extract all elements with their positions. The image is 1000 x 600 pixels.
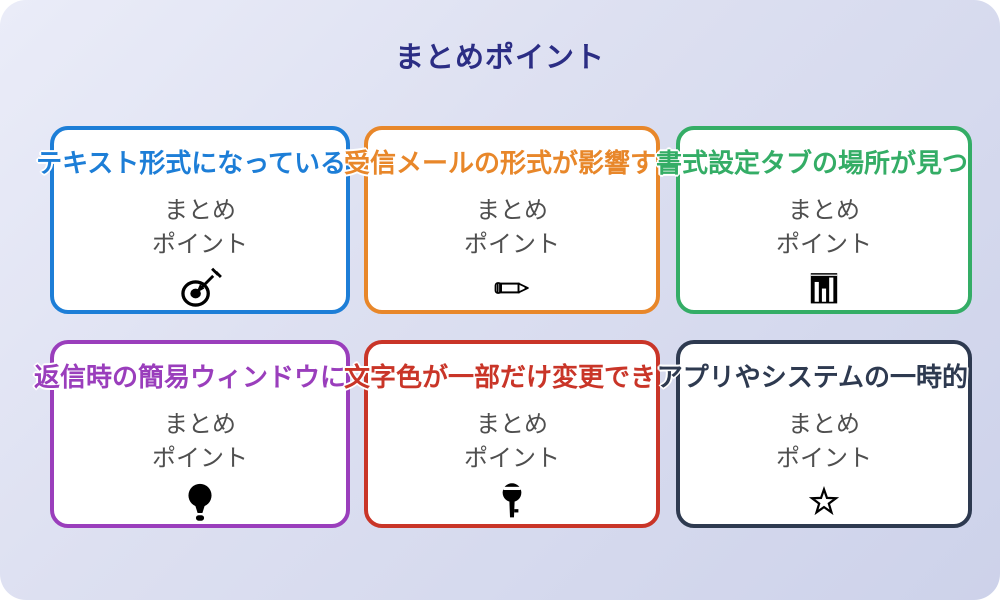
bar-chart-icon <box>802 266 846 310</box>
dart-target-icon <box>178 266 222 310</box>
summary-line-1: まとめ <box>164 197 236 224</box>
card-summary-label: まとめ ポイント <box>776 194 872 262</box>
summary-line-2: ポイント <box>464 445 560 472</box>
card-title: 受信メールの形式が影響す <box>343 148 657 178</box>
card-app-system-temporary[interactable]: アプリやシステムの一時的 まとめ ポイント <box>657 340 972 528</box>
card-title: 書式設定タブの場所が見つ <box>655 148 969 178</box>
card-summary-label: まとめ ポイント <box>152 194 248 262</box>
summary-line-2: ポイント <box>464 231 560 258</box>
lightbulb-icon <box>178 480 222 524</box>
card-title: 文字色が一部だけ変更でき <box>343 362 657 392</box>
summary-line-1: まとめ <box>476 411 548 438</box>
card-title: 返信時の簡易ウィンドウに <box>33 362 347 392</box>
card-title: アプリやシステムの一時的 <box>656 362 969 392</box>
card-summary-label: まとめ ポイント <box>464 194 560 262</box>
card-title: テキスト形式になっている <box>36 148 347 178</box>
key-icon <box>490 480 534 524</box>
summary-line-2: ポイント <box>152 445 248 472</box>
summary-line-2: ポイント <box>776 231 872 258</box>
card-format-tab-location[interactable]: 書式設定タブの場所が見つ まとめ ポイント <box>656 126 972 314</box>
summary-line-2: ポイント <box>152 231 248 258</box>
summary-line-1: まとめ <box>788 197 860 224</box>
pencil-icon <box>490 266 534 310</box>
summary-line-1: まとめ <box>164 411 236 438</box>
card-reply-simple-window[interactable]: 返信時の簡易ウィンドウに まとめ ポイント <box>34 340 350 528</box>
card-text-format[interactable]: テキスト形式になっている まとめ ポイント <box>36 126 350 314</box>
page-title: まとめポイント <box>394 42 605 74</box>
card-summary-label: まとめ ポイント <box>776 408 872 476</box>
summary-line-1: まとめ <box>788 411 860 438</box>
card-summary-label: まとめ ポイント <box>152 408 248 476</box>
summary-line-1: まとめ <box>476 197 548 224</box>
summary-line-2: ポイント <box>776 445 872 472</box>
card-text-color-partial[interactable]: 文字色が一部だけ変更でき まとめ ポイント <box>344 340 660 528</box>
card-incoming-mail-format[interactable]: 受信メールの形式が影響す まとめ ポイント <box>344 126 660 314</box>
card-summary-label: まとめ ポイント <box>464 408 560 476</box>
star-icon <box>802 480 846 524</box>
